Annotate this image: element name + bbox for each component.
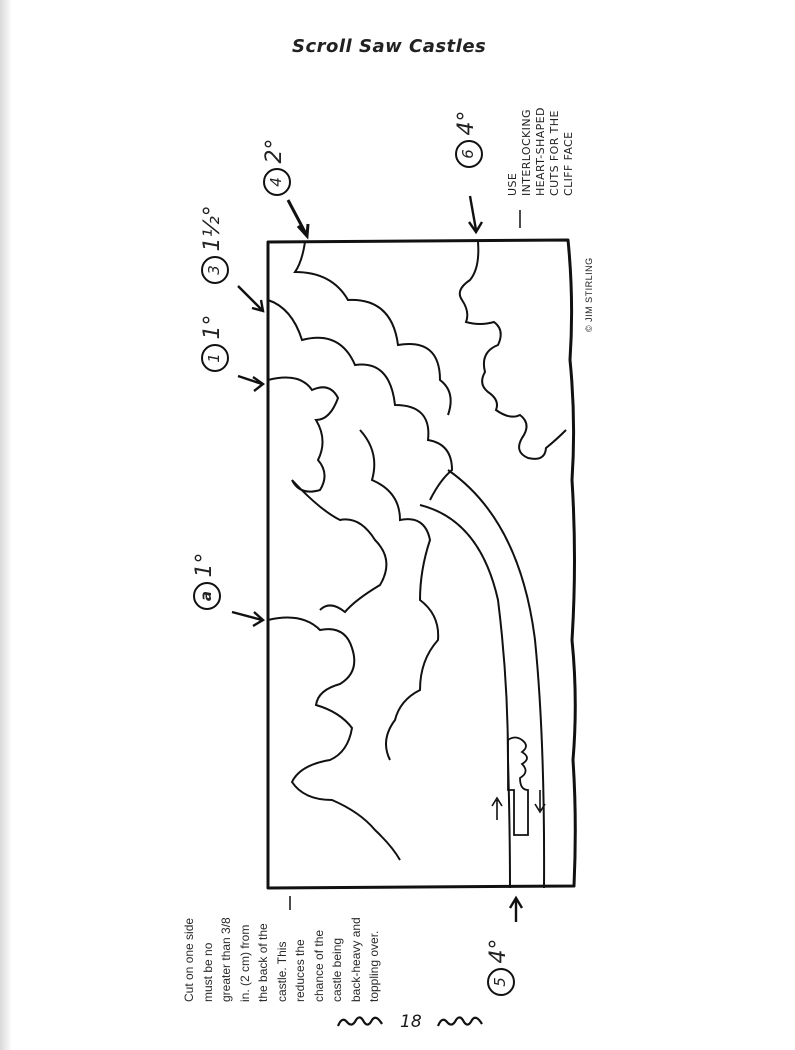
arrow-6 — [468, 195, 484, 235]
cut-line-3 — [267, 299, 454, 501]
cut-line-1 — [267, 376, 388, 614]
cut-line-a — [267, 616, 401, 861]
castle-outline — [507, 736, 529, 836]
page-number: 18 — [400, 1012, 422, 1032]
castle-arrow-up — [491, 796, 503, 820]
arrow-a — [231, 610, 266, 628]
page-edge-shadow — [0, 0, 12, 1050]
cut-label-4: 4 2° — [262, 139, 291, 196]
footer-left-ornament — [336, 1016, 383, 1027]
cut-line-6-cliff — [458, 241, 567, 460]
cut-label-a: a 1° — [192, 553, 221, 610]
cut-line-arc-2 — [447, 469, 546, 889]
cut-line-inner — [359, 429, 440, 761]
page-header-title: Scroll Saw Castles — [292, 36, 487, 57]
cut-label-6: 6 4° — [454, 111, 483, 168]
cut-line-4 — [293, 241, 452, 416]
cut-line-arc-1 — [419, 504, 511, 889]
cut-label-1: 1 1° — [200, 315, 229, 372]
cut-label-3: 3 1½° — [200, 205, 229, 284]
artist-credit: © JIM STIRLING — [584, 257, 594, 332]
cut-label-5: 5 4° — [486, 939, 515, 996]
footer-right-ornament — [436, 1016, 483, 1027]
castle-arrow-down — [534, 790, 546, 814]
board-outline — [266, 238, 577, 890]
arrow-3 — [237, 285, 265, 313]
cliff-face-tip: USE INTERLOCKING HEART-SHAPED CUTS FOR T… — [506, 107, 575, 196]
arrow-5 — [508, 895, 524, 922]
arrow-1 — [237, 374, 266, 392]
arrow-4 — [286, 199, 310, 240]
side-note: Cut on one side must be no greater than … — [182, 917, 381, 1002]
page-footer: 18 — [336, 1010, 486, 1034]
